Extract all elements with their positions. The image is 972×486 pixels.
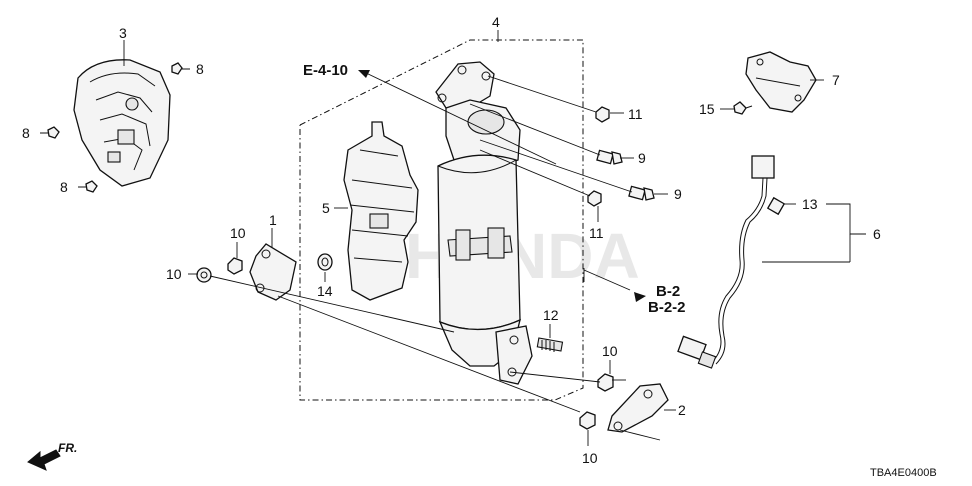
nut-11-top[interactable] <box>595 106 610 123</box>
label-part-8-left: 8 <box>22 125 30 141</box>
label-part-8-bottom: 8 <box>60 179 68 195</box>
label-part-10-b: 10 <box>166 266 182 282</box>
bolt-10-d[interactable] <box>579 411 596 430</box>
reference-label-b-2-2[interactable]: B-2-2 <box>648 299 686 316</box>
bracket-upper[interactable] <box>249 243 297 301</box>
reference-label-e-4-10[interactable]: E-4-10 <box>303 62 348 79</box>
bolt-10-b[interactable] <box>196 267 212 283</box>
diagram-code: TBA4E0400B <box>870 467 937 479</box>
bolt-15[interactable] <box>733 101 753 115</box>
reference-arrow-e-4-10 <box>358 70 557 165</box>
reference-arrow-b-2 <box>634 292 646 302</box>
label-part-10-a: 10 <box>230 225 246 241</box>
label-part-13: 13 <box>802 196 818 212</box>
label-part-4: 4 <box>492 14 500 30</box>
bolt-10-c[interactable] <box>597 373 614 392</box>
label-part-11-bottom: 11 <box>589 225 604 241</box>
reference-label-b-2[interactable]: B-2 <box>656 283 680 300</box>
stud-bolt[interactable] <box>536 337 564 352</box>
label-part-9-upper: 9 <box>638 150 646 166</box>
part-labels: 1 2 3 4 5 6 7 8 8 8 9 9 10 10 10 10 11 1… <box>22 14 881 466</box>
label-part-2: 2 <box>678 402 686 418</box>
heat-shield-upper[interactable] <box>73 59 171 187</box>
oxygen-sensor[interactable] <box>677 155 775 369</box>
catalytic-converter[interactable] <box>435 61 533 385</box>
label-part-8-top: 8 <box>196 61 204 77</box>
label-part-9-lower: 9 <box>674 186 682 202</box>
label-part-5: 5 <box>322 200 330 216</box>
bolt-10-a[interactable] <box>227 257 243 275</box>
front-label: FR. <box>58 441 77 455</box>
label-part-7: 7 <box>832 72 840 88</box>
label-part-3: 3 <box>119 25 127 41</box>
label-part-1: 1 <box>269 212 277 228</box>
leader-lines <box>123 30 866 446</box>
label-part-11-top: 11 <box>628 106 643 122</box>
front-direction-marker: FR. <box>27 441 77 471</box>
assembly-box-outline <box>299 39 584 401</box>
heat-shield-lower[interactable] <box>343 121 419 301</box>
bolt-8-bottom[interactable] <box>78 180 98 193</box>
nut-11-bottom[interactable] <box>587 190 602 207</box>
bracket-lower[interactable] <box>607 383 669 433</box>
label-part-15: 15 <box>699 101 715 117</box>
bolt-8-left[interactable] <box>40 126 60 139</box>
bolt-8-top[interactable] <box>171 62 190 75</box>
gasket[interactable] <box>317 253 333 271</box>
label-part-10-d: 10 <box>582 450 598 466</box>
wire-clip[interactable] <box>766 196 786 216</box>
label-part-12: 12 <box>543 307 559 323</box>
label-part-10-c: 10 <box>602 343 618 359</box>
bolt-9-lower[interactable] <box>628 185 655 201</box>
label-part-14: 14 <box>317 283 333 299</box>
label-part-6: 6 <box>873 226 881 242</box>
bolt-9-upper[interactable] <box>596 149 623 165</box>
sensor-bracket[interactable] <box>745 51 817 113</box>
